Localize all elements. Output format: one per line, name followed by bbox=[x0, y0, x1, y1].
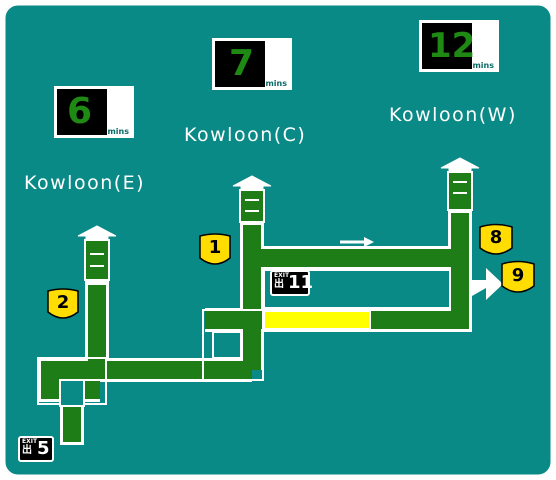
route-number: 1 bbox=[208, 237, 222, 258]
highlighted-section bbox=[263, 310, 371, 330]
journey-time-unit: mins bbox=[472, 61, 494, 70]
exit-marker-11: EXIT 出 11 bbox=[270, 270, 314, 296]
route-shield-8: 8 bbox=[480, 224, 512, 258]
route-shield-2: 2 bbox=[47, 289, 79, 323]
route-number: 2 bbox=[56, 292, 70, 313]
journey-time-value: 12 bbox=[428, 26, 476, 66]
direction-arrow-icon bbox=[340, 237, 374, 247]
journey-time-central: 7 mins bbox=[212, 38, 292, 90]
route-shield-9: 9 bbox=[502, 262, 534, 296]
route-shield-1: 1 bbox=[199, 234, 231, 268]
exit-arrow-icon bbox=[472, 268, 503, 300]
destination-east: Kowloon(E) bbox=[24, 172, 146, 194]
destination-west: Kowloon(W) bbox=[389, 104, 517, 126]
route-number: 8 bbox=[489, 227, 503, 248]
journey-time-east: 6 mins bbox=[54, 86, 134, 138]
destination-central: Kowloon(C) bbox=[184, 124, 307, 146]
exit-kanji: 出 bbox=[22, 445, 32, 456]
journey-time-unit: mins bbox=[107, 127, 129, 136]
exit-kanji: 出 bbox=[274, 279, 284, 290]
route-number: 9 bbox=[511, 265, 525, 286]
exit-number: 11 bbox=[288, 272, 314, 293]
journey-time-value: 6 bbox=[67, 91, 93, 132]
journey-time-west: 12 mins bbox=[419, 20, 499, 72]
exit-marker-5: EXIT 出 5 bbox=[18, 436, 54, 462]
exit-label: EXIT bbox=[22, 438, 38, 445]
journey-time-value: 7 bbox=[229, 43, 255, 84]
journey-time-unit: mins bbox=[265, 79, 287, 88]
exit-number: 5 bbox=[37, 438, 50, 459]
exit-label: EXIT bbox=[274, 272, 290, 279]
dashed-stems bbox=[84, 171, 473, 281]
shield-shapes bbox=[47, 223, 535, 319]
destination-arrow-icon bbox=[77, 157, 480, 241]
